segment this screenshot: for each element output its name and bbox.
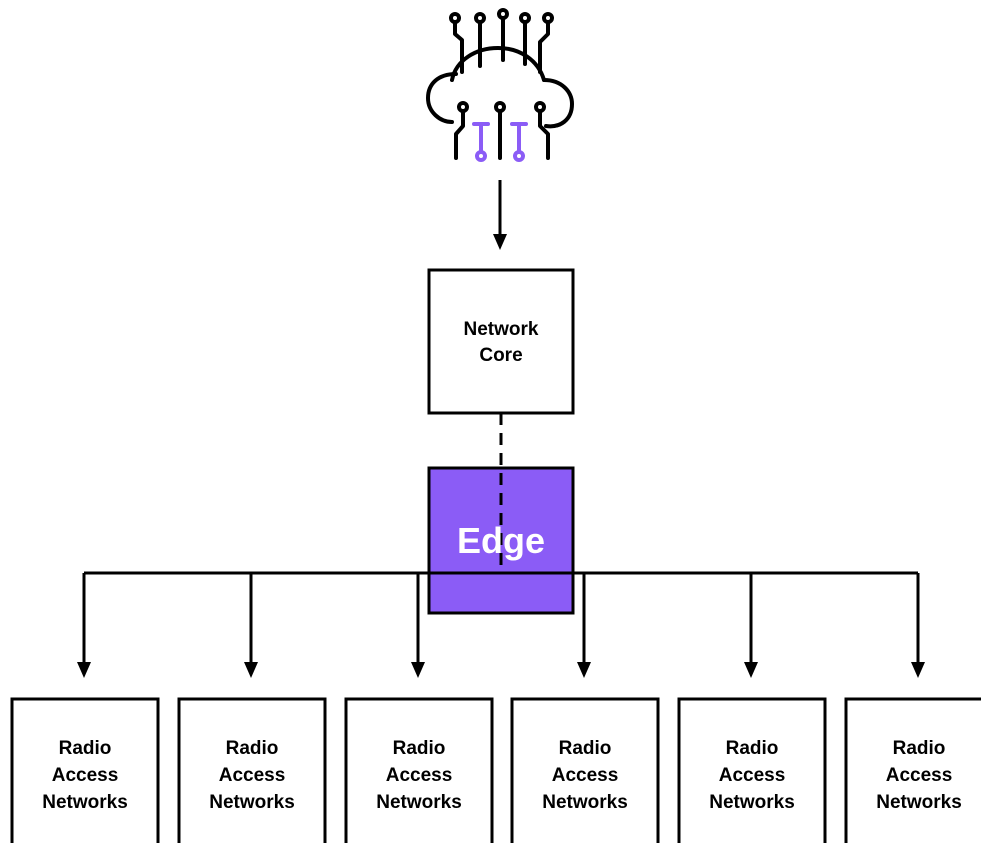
ran-node-label-line1: Radio <box>893 738 946 759</box>
ran-node-box <box>844 697 981 843</box>
ran-node-label-line2: Access <box>386 765 453 786</box>
ran-node-label-line1: Radio <box>559 738 612 759</box>
ran-node-label-line3: Networks <box>376 792 462 813</box>
ran-node-box <box>177 697 327 843</box>
ran-node-label-line2: Access <box>219 765 286 786</box>
ran-arrow-head-2 <box>244 662 258 678</box>
ran-node-label-line3: Networks <box>42 792 128 813</box>
ran-nodes-group: RadioAccessNetworksRadioAccessNetworksRa… <box>10 697 981 843</box>
cloud-to-core-arrow <box>493 180 507 250</box>
ran-node-label-line2: Access <box>552 765 619 786</box>
cloud-circuit-icon <box>426 8 574 160</box>
ran-node-label-line1: Radio <box>226 738 279 759</box>
ran-node-label-line3: Networks <box>876 792 962 813</box>
ran-node-label-line3: Networks <box>709 792 795 813</box>
ran-node-box <box>510 697 660 843</box>
ran-arrow-head-5 <box>744 662 758 678</box>
ran-node-box <box>677 697 827 843</box>
ran-node-label-line3: Networks <box>542 792 628 813</box>
cloud-circuit-accent-traces <box>472 122 528 162</box>
ran-node-box <box>344 697 494 843</box>
ran-node-label-line1: Radio <box>59 738 112 759</box>
network-core-node: Network Core <box>427 268 575 415</box>
ran-arrows-group <box>77 573 925 678</box>
ran-node-label-line3: Networks <box>209 792 295 813</box>
ran-node-box <box>10 697 160 843</box>
ran-node-label-line2: Access <box>719 765 786 786</box>
ran-node-label-line2: Access <box>52 765 119 786</box>
ran-arrow-head-3 <box>411 662 425 678</box>
network-core-label-line1: Network <box>464 319 539 340</box>
ran-node-label-line1: Radio <box>393 738 446 759</box>
ran-arrow-head-1 <box>77 662 91 678</box>
ran-node-label-line1: Radio <box>726 738 779 759</box>
ran-node-label-line2: Access <box>886 765 953 786</box>
ran-arrow-head-4 <box>577 662 591 678</box>
network-core-label-line2: Core <box>479 345 522 366</box>
edge-label: Edge <box>457 520 545 561</box>
ran-arrow-head-6 <box>911 662 925 678</box>
